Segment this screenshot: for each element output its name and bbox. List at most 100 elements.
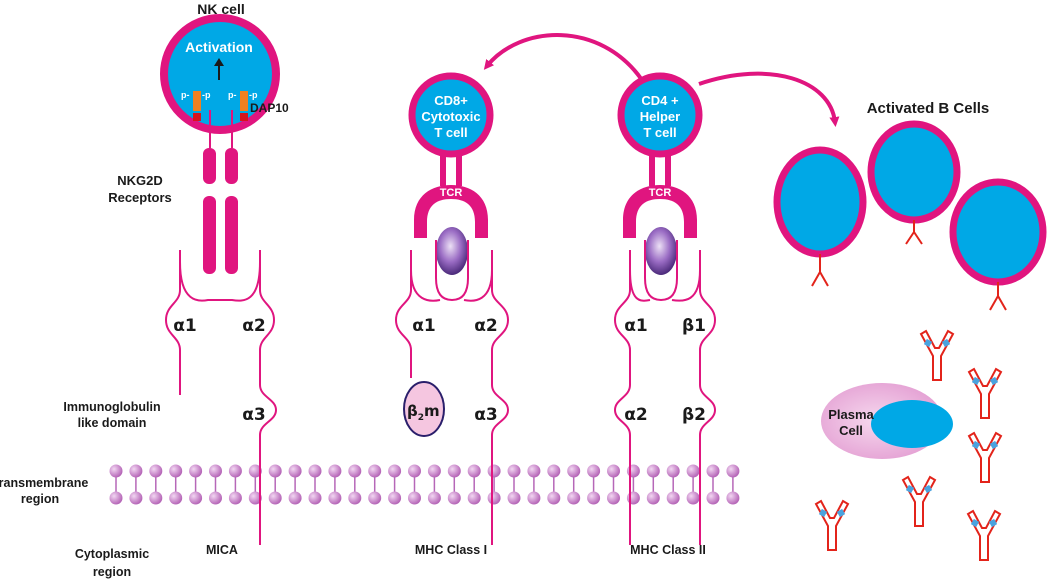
lipid-head <box>368 491 382 505</box>
lipid-head <box>587 491 601 505</box>
cd4-cell-body <box>617 72 703 158</box>
dap10-left-tail <box>193 113 201 121</box>
dap10-left-block <box>193 91 201 111</box>
mhc2-molecule <box>613 240 717 545</box>
cd8-line3: T cell <box>434 125 467 140</box>
lipid-head <box>388 464 402 478</box>
cyto-label-2: region <box>93 565 131 579</box>
plasma-cell: Plasma Cell <box>821 383 953 459</box>
mica-molecule <box>164 250 278 545</box>
lipid-head <box>129 464 143 478</box>
lipid-head <box>646 491 660 505</box>
mhc2-beta1: β1 <box>682 316 706 336</box>
cd4-peptide <box>645 227 677 275</box>
nk-cell: NK cell Activation p- -p p- -p DAP10 NKG… <box>108 1 289 274</box>
cd4-tcr-label: TCR <box>649 187 672 199</box>
lipid-head <box>268 464 282 478</box>
b-cell-1 <box>773 146 867 287</box>
lipid-head <box>646 464 660 478</box>
beta2-microglobulin: β2m <box>403 381 445 437</box>
mica-alpha2: α2 <box>242 316 266 336</box>
phospho-right-b: -p <box>249 90 258 100</box>
lipid-head <box>149 491 163 505</box>
mhc1-alpha3: α3 <box>474 405 498 425</box>
lipid-head <box>467 464 481 478</box>
b-cell-2-receptor-icon <box>905 220 923 245</box>
lipid-head <box>507 491 521 505</box>
lipid-head <box>288 491 302 505</box>
lipid-head <box>388 491 402 505</box>
lipid-head <box>268 491 282 505</box>
lipid-head <box>726 464 740 478</box>
lipid-head <box>209 491 222 505</box>
ig-label-2: like domain <box>78 416 147 430</box>
plasma-line2: Cell <box>839 423 863 438</box>
cd8-t-cell: CD8+ Cytotoxic T cell TCR <box>408 72 494 275</box>
lipid-head <box>487 464 501 478</box>
lipid-head <box>328 491 342 505</box>
lipid-head <box>209 464 222 478</box>
mica-label: MICA <box>206 543 238 557</box>
mhc1-label: MHC Class I <box>415 543 487 557</box>
nkg2d-label-2: Receptors <box>108 190 172 205</box>
lipid-head <box>149 464 163 478</box>
cd4-t-cell: CD4 + Helper T cell TCR <box>617 72 703 275</box>
antibody-icon <box>814 499 850 551</box>
lipid-head <box>348 464 362 478</box>
phospho-left-a: p- <box>181 90 190 100</box>
b-cell-3-receptor-icon <box>989 282 1007 311</box>
lipid-head <box>626 464 640 478</box>
lipid-head <box>567 464 581 478</box>
lipid-head <box>686 464 700 478</box>
cd8-peptide <box>436 227 468 275</box>
arrow-cd4-to-b-cells <box>698 71 840 127</box>
mhc1-molecule <box>394 240 510 545</box>
antibody-icon <box>967 431 1003 483</box>
lipid-head <box>109 491 123 505</box>
lipid-head <box>487 491 501 505</box>
antibody-icon <box>901 475 937 527</box>
mhc2-label: MHC Class II <box>630 543 706 557</box>
lipid-head <box>169 464 183 478</box>
lipid-head <box>288 464 302 478</box>
lipid-head <box>447 464 461 478</box>
mhc2-alpha2: α2 <box>624 405 648 425</box>
lipid-head <box>666 464 680 478</box>
lipid-head <box>427 491 441 505</box>
antibody-icon <box>919 329 955 381</box>
lipid-head <box>368 464 382 478</box>
lipid-head <box>507 464 521 478</box>
lipid-head <box>408 491 421 505</box>
cd4-line3: T cell <box>643 125 676 140</box>
lipid-head <box>626 491 640 505</box>
lipid-head <box>248 491 262 505</box>
lipid-head <box>189 491 203 505</box>
arrow-cd4-to-cd8 <box>483 33 644 82</box>
lipid-head <box>308 464 322 478</box>
lipid-head <box>328 464 342 478</box>
antibodies <box>814 329 1003 561</box>
lipid-head <box>706 464 720 478</box>
antibody-icon <box>967 367 1003 419</box>
nkg2d-label-1: NKG2D <box>117 173 163 188</box>
lipid-head <box>447 491 461 505</box>
mica-alpha3: α3 <box>242 405 266 425</box>
cd4-line1: CD4 + <box>641 93 679 108</box>
lipid-head <box>228 464 242 478</box>
cd4-tcr: TCR <box>623 156 697 238</box>
lipid-bilayer <box>109 464 740 505</box>
mhc1-alpha1: α1 <box>412 316 436 336</box>
lipid-head <box>348 491 362 505</box>
lipid-head <box>706 491 720 505</box>
lipid-head <box>248 464 262 478</box>
lipid-head <box>547 491 561 505</box>
lipid-head <box>169 491 183 505</box>
cyto-label-1: Cytoplasmic <box>75 547 149 561</box>
phospho-left-b: -p <box>202 90 211 100</box>
cd8-tcr: TCR <box>414 156 488 238</box>
nkg2d-receptors <box>203 110 238 274</box>
cd4-line2: Helper <box>640 109 680 124</box>
dap10-right-tail <box>240 113 248 121</box>
